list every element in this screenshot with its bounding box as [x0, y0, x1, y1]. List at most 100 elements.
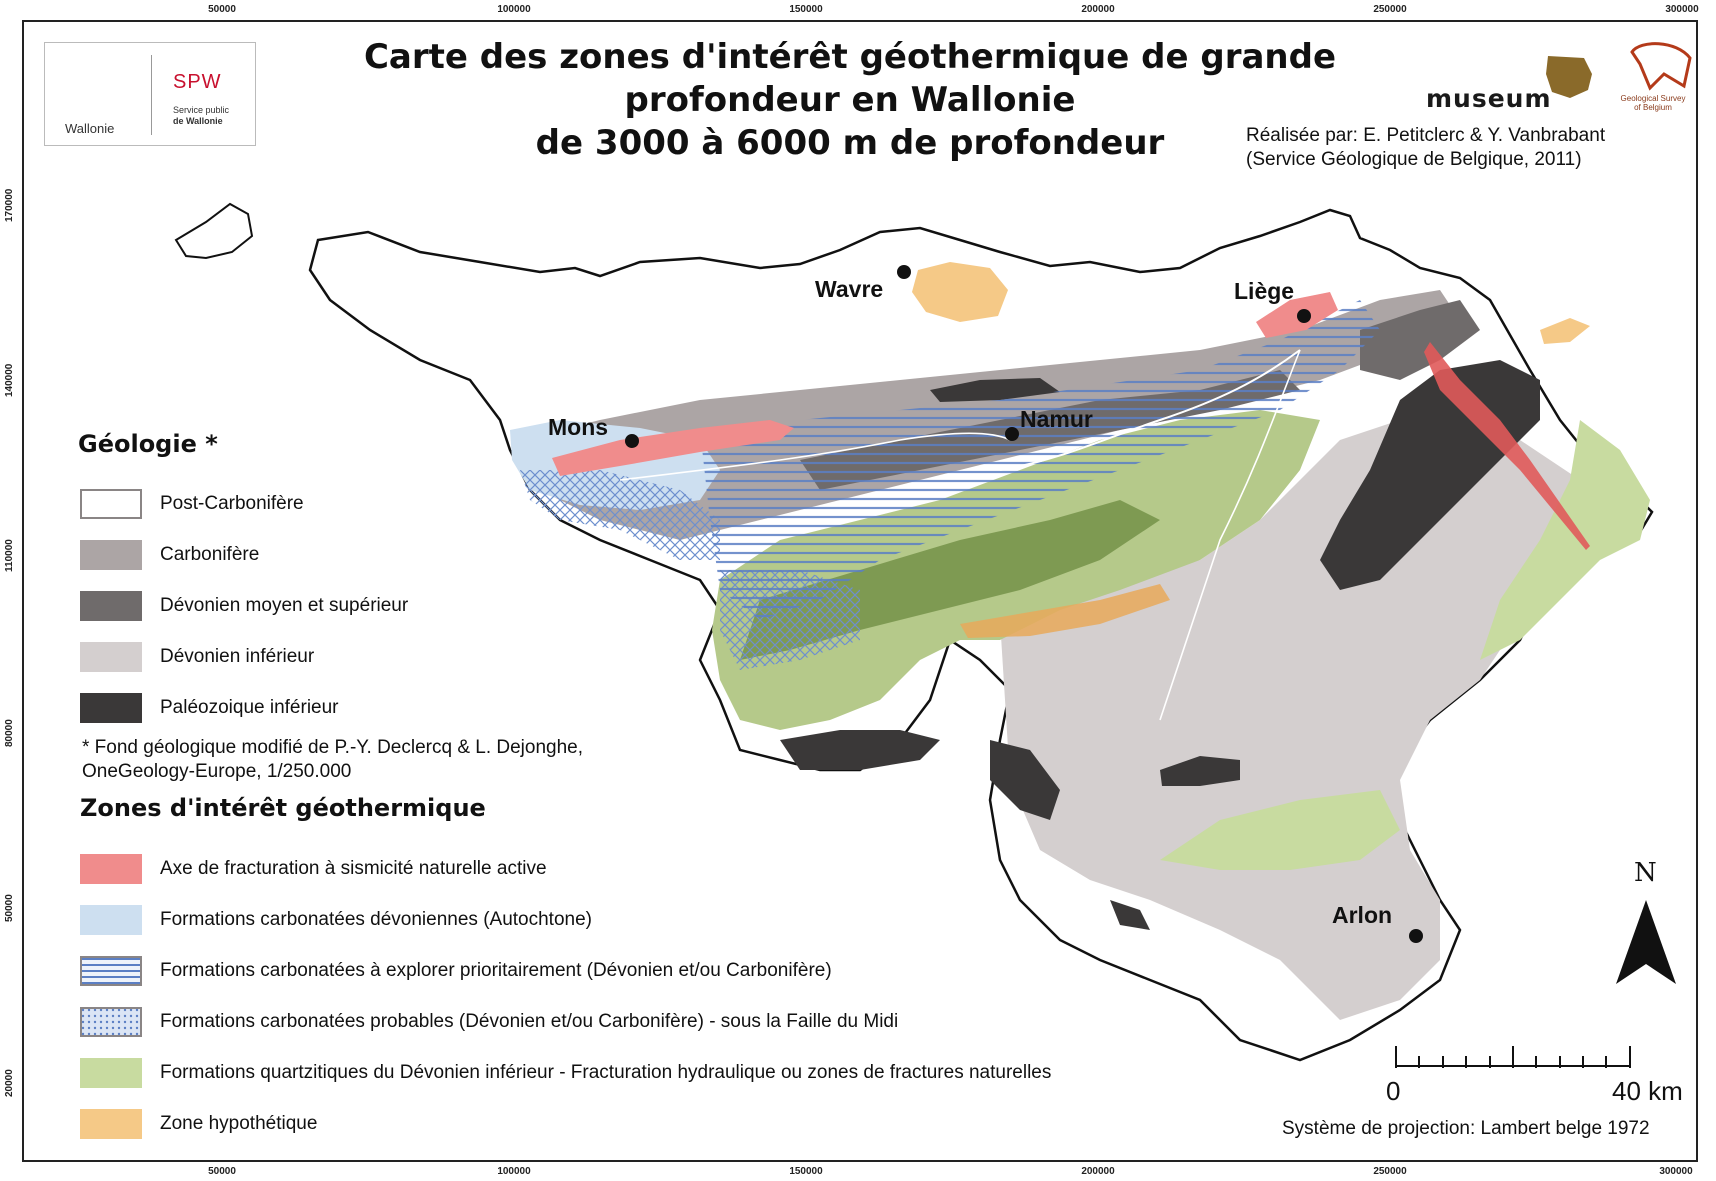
legend-swatch — [80, 956, 142, 986]
legend-swatch — [80, 489, 142, 519]
legend-label: Dévonien inférieur — [160, 646, 315, 667]
legend-label: Post-Carbonifère — [160, 493, 304, 514]
museum-dinosaur-icon — [1546, 56, 1592, 98]
legend-label: Carbonifère — [160, 544, 260, 565]
zone-hypothetique-wavre — [912, 262, 1008, 322]
title-line: de 3000 à 6000 m de profondeur — [535, 123, 1165, 163]
city-marker-arlon — [1409, 929, 1423, 943]
legend-item-post-carbonifere: Post-Carbonifère — [80, 488, 304, 520]
legend-label: Formations carbonatées dévoniennes (Auto… — [160, 909, 592, 930]
paleozoique-south-1 — [780, 730, 940, 770]
city-label-arlon: Arlon — [1332, 902, 1393, 928]
museum-logo: museum — [1426, 50, 1596, 113]
legend-swatch — [80, 905, 142, 935]
quartzitique-east — [1480, 420, 1650, 660]
geological-survey-logo: Geological Survey of Belgium — [1608, 44, 1698, 120]
river-sambre — [619, 432, 1011, 481]
logo-divider — [151, 55, 152, 135]
legend-swatch — [80, 591, 142, 621]
x-tick-top: 150000 — [789, 4, 823, 15]
museum-wordmark: museum — [1426, 84, 1552, 113]
gsb-caption: Geological Survey of Belgium — [1608, 94, 1698, 112]
river-ourthe — [1159, 349, 1301, 721]
x-tick-bottom: 50000 — [208, 1166, 236, 1177]
legend-label: Dévonien moyen et supérieur — [160, 595, 409, 616]
x-tick-bottom: 300000 — [1659, 1166, 1693, 1177]
wallonie-wordmark: Wallonie — [65, 121, 115, 136]
legend-item-carbonates-prioritaires: Formations carbonatées à explorer priori… — [80, 955, 832, 987]
credits: Réalisée par: E. Petitclerc & Y. Vanbrab… — [1246, 124, 1605, 172]
fracture-axis-east — [1424, 342, 1590, 550]
north-arrow-right — [1646, 900, 1676, 984]
city-label-mons: Mons — [548, 414, 609, 440]
legend-label: Formations carbonatées à explorer priori… — [160, 960, 832, 981]
geology-source-note: * Fond géologique modifié de P.-Y. Decle… — [82, 736, 583, 784]
legend-swatch — [80, 1109, 142, 1139]
city-label-liege: Liège — [1234, 278, 1295, 304]
x-tick-bottom: 250000 — [1373, 1166, 1407, 1177]
legend-item-paleozoique-inferieur: Paléozoique inférieur — [80, 692, 339, 724]
paleozoique-south-3 — [1160, 756, 1240, 786]
north-label: N — [1634, 858, 1657, 888]
zone-hypothetique-south — [960, 584, 1170, 638]
fracture-axis-liege — [1256, 292, 1338, 338]
devonien-moyen-band-2 — [1360, 300, 1480, 380]
legend-item-quartzitique: Formations quartzitiques du Dévonien inf… — [80, 1057, 1051, 1089]
legend-label: Formations quartzitiques du Dévonien inf… — [160, 1062, 1052, 1083]
city-marker-namur — [1005, 427, 1019, 441]
legend-item-fracture-axis: Axe de fracturation à sismicité naturell… — [80, 853, 547, 885]
north-arrow — [1616, 900, 1646, 984]
credits-line: Réalisée par: E. Petitclerc & Y. Vanbrab… — [1246, 125, 1606, 146]
fracture-axis-mons — [552, 420, 794, 476]
river-meuse — [999, 349, 1301, 471]
legend-swatch — [80, 1058, 142, 1088]
title-line: Carte des zones d'intérêt géothermique d… — [363, 37, 1337, 77]
scale-bar — [1395, 1046, 1631, 1068]
city-label-namur: Namur — [1020, 406, 1093, 432]
x-tick-top: 100000 — [497, 4, 531, 15]
devonien-inferieur — [1000, 420, 1620, 1020]
city-marker-mons — [625, 434, 639, 448]
spw-wordmark: SPW — [173, 71, 222, 93]
x-tick-top: 50000 — [208, 4, 236, 15]
spw-caption-line: Service public — [173, 105, 230, 115]
city-marker-wavre — [897, 265, 911, 279]
quartzitique-south — [1160, 790, 1400, 870]
legend-item-devonien-inferieur: Dévonien inférieur — [80, 641, 314, 673]
gsb-icon — [1630, 42, 1692, 91]
wallonie-logo: Wallonie SPW Service public de Wallonie — [44, 42, 256, 146]
x-tick-top: 200000 — [1081, 4, 1115, 15]
x-tick-bottom: 200000 — [1081, 1166, 1115, 1177]
legend-label: Formations carbonatées probables (Dévoni… — [160, 1011, 899, 1032]
map-title: Carte des zones d'intérêt géothermique d… — [360, 36, 1340, 165]
legend-label: Paléozoique inférieur — [160, 697, 339, 718]
paleozoique-south-4 — [1110, 900, 1150, 930]
zone-hypothetique-east — [1540, 318, 1590, 344]
title-line: profondeur en Wallonie — [624, 80, 1076, 120]
paleozoique-south-2 — [990, 740, 1060, 820]
spw-caption-line: de Wallonie — [173, 116, 223, 126]
legend-swatch — [80, 642, 142, 672]
exclave-outline — [174, 202, 254, 260]
legend-item-devonien-moyen: Dévonien moyen et supérieur — [80, 590, 408, 622]
spw-caption: Service public de Wallonie — [173, 105, 229, 127]
x-tick-bottom: 100000 — [497, 1166, 531, 1177]
legend-swatch — [80, 1007, 142, 1037]
legend-zones-heading: Zones d'intérêt géothermique — [80, 794, 486, 822]
legend-swatch — [80, 540, 142, 570]
scale-max-label: 40 km — [1612, 1076, 1683, 1106]
x-tick-top: 300000 — [1665, 4, 1699, 15]
legend-item-carbonates-autochtone: Formations carbonatées dévoniennes (Auto… — [80, 904, 592, 936]
scale-zero-label: 0 — [1386, 1076, 1401, 1106]
legend-item-zone-hypothetique: Zone hypothétique — [80, 1108, 317, 1140]
map-frame — [22, 20, 1698, 1162]
credits-line: (Service Géologique de Belgique, 2011) — [1246, 149, 1582, 170]
x-tick-top: 250000 — [1373, 4, 1407, 15]
legend-item-carbonifere: Carbonifère — [80, 539, 259, 571]
legend-swatch — [80, 854, 142, 884]
note-line: * Fond géologique modifié de P.-Y. Decle… — [82, 737, 584, 758]
gsb-caption-line: Geological Survey — [1620, 94, 1686, 103]
carbonates-prioritaires — [700, 300, 1380, 620]
legend-swatch — [80, 693, 142, 723]
